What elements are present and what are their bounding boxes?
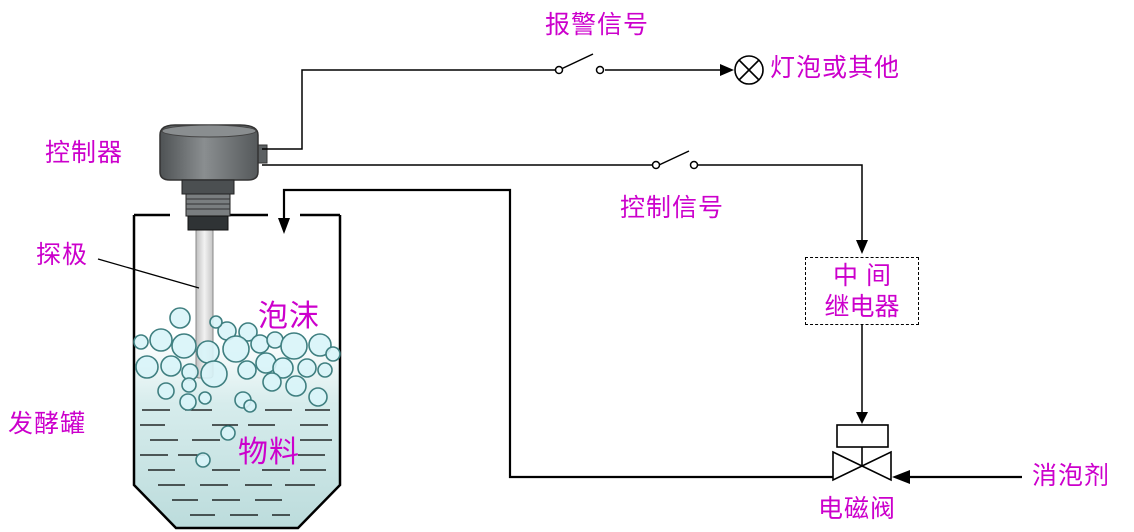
material-label: 物料 bbox=[238, 435, 300, 470]
foam-bubbles bbox=[133, 307, 341, 468]
controller-label: 控制器 bbox=[45, 138, 124, 167]
solenoid-valve-label: 电磁阀 bbox=[818, 494, 897, 523]
relay-input-arrow bbox=[856, 240, 868, 254]
alarm-circuit-wire bbox=[262, 69, 720, 150]
alarm-arrow bbox=[720, 64, 734, 76]
foam-label: 泡沫 bbox=[258, 299, 320, 334]
fermenter-label: 发酵罐 bbox=[8, 409, 87, 438]
relay-label-line1: 中 间 bbox=[833, 261, 891, 290]
alarm-signal-label: 报警信号 bbox=[545, 10, 650, 39]
alarm-switch-icon bbox=[554, 53, 605, 75]
control-switch-icon bbox=[651, 150, 699, 170]
controller-device bbox=[159, 124, 268, 231]
probe-label: 探极 bbox=[36, 240, 89, 269]
defoamer-label: 消泡剂 bbox=[1032, 461, 1111, 490]
defoamer-return-pipe bbox=[282, 188, 833, 479]
valve-input-arrow bbox=[856, 412, 868, 424]
material-liquid bbox=[140, 409, 332, 516]
lamp-label: 灯泡或其他 bbox=[770, 53, 901, 82]
lamp-cross-icon bbox=[734, 55, 764, 85]
defoamer-inlet-arrow bbox=[892, 470, 910, 484]
tank-inlet-arrow bbox=[278, 218, 290, 234]
control-circuit-wire bbox=[262, 164, 863, 412]
solenoid-valve-icon bbox=[832, 424, 892, 482]
probe-leader-line bbox=[97, 258, 200, 289]
intermediate-relay: 中 间 继电器 bbox=[805, 257, 919, 325]
relay-label-line2: 继电器 bbox=[824, 292, 900, 321]
control-signal-label: 控制信号 bbox=[620, 193, 725, 222]
